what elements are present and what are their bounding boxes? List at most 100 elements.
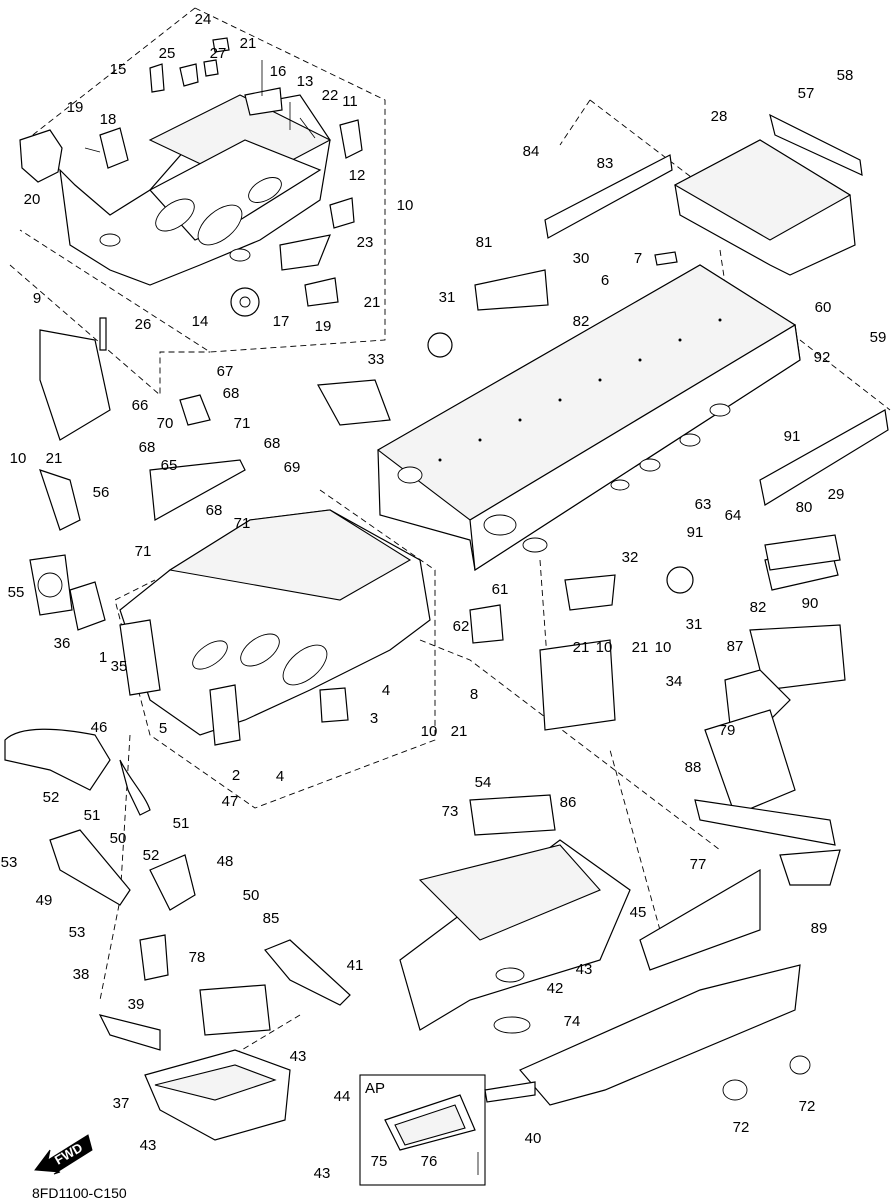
drawing-code: 8FD1100-C150 (32, 1185, 127, 1201)
callout-83: 83 (597, 155, 614, 172)
callout-54: 54 (475, 774, 492, 791)
callout-27: 27 (210, 45, 227, 62)
callout-19: 19 (315, 318, 332, 335)
callout-14: 14 (192, 313, 209, 330)
callout-2: 2 (232, 767, 240, 784)
callout-21: 21 (451, 723, 468, 740)
callout-34: 34 (666, 673, 683, 690)
callout-49: 49 (36, 892, 53, 909)
callout-63: 63 (695, 496, 712, 513)
callout-73: 73 (442, 803, 459, 820)
callout-22: 22 (322, 87, 339, 104)
callout-48: 48 (217, 853, 234, 870)
callout-45: 45 (630, 904, 647, 921)
callout-4: 4 (276, 768, 284, 785)
callout-46: 46 (91, 719, 108, 736)
callout-53: 53 (1, 854, 18, 871)
callout-11: 11 (342, 93, 358, 110)
callout-31: 31 (686, 616, 703, 633)
callout-88: 88 (685, 759, 702, 776)
callout-17: 17 (273, 313, 290, 330)
callout-57: 57 (798, 85, 815, 102)
fwd-arrow: FWD (34, 1134, 93, 1175)
callout-62: 62 (453, 618, 470, 635)
callout-55: 55 (8, 584, 25, 601)
callout-71: 71 (135, 543, 152, 560)
callout-10: 10 (397, 197, 414, 214)
callout-75: 75 (371, 1153, 388, 1170)
callout-9: 9 (33, 290, 41, 307)
callout-78: 78 (189, 949, 206, 966)
callout-53: 53 (69, 924, 86, 941)
callout-50: 50 (243, 887, 260, 904)
callout-72: 72 (733, 1119, 750, 1136)
callout-74: 74 (564, 1013, 581, 1030)
callout-89: 89 (811, 920, 828, 937)
callout-3: 3 (370, 710, 378, 727)
callout-26: 26 (135, 316, 152, 333)
callout-52: 52 (143, 847, 160, 864)
callout-35: 35 (111, 658, 128, 675)
callout-68: 68 (264, 435, 281, 452)
callout-21: 21 (632, 639, 649, 656)
callout-1: 1 (99, 649, 107, 666)
callout-43: 43 (140, 1137, 157, 1154)
callout-32: 32 (622, 549, 639, 566)
callout-10: 10 (655, 639, 672, 656)
callout-76: 76 (421, 1153, 438, 1170)
callout-38: 38 (73, 966, 90, 983)
callout-87: 87 (727, 638, 744, 655)
callout-33: 33 (368, 351, 385, 368)
callout-59: 59 (870, 329, 887, 346)
callout-71: 71 (234, 415, 251, 432)
callout-10: 10 (421, 723, 438, 740)
callout-80: 80 (796, 499, 813, 516)
ap-inset: AP (359, 1074, 486, 1186)
callout-8: 8 (470, 686, 478, 703)
callout-91: 91 (687, 524, 704, 541)
callout-85: 85 (263, 910, 280, 927)
callout-37: 37 (113, 1095, 130, 1112)
callout-41: 41 (347, 957, 364, 974)
callout-77: 77 (690, 856, 707, 873)
callout-20: 20 (24, 191, 41, 208)
callout-92: 92 (814, 349, 831, 366)
callout-36: 36 (54, 635, 71, 652)
callout-82: 82 (750, 599, 767, 616)
main-tunnel-frame (377, 251, 801, 572)
callout-10: 10 (10, 450, 27, 467)
callout-44: 44 (334, 1088, 351, 1105)
callout-43: 43 (314, 1165, 331, 1182)
callout-21: 21 (46, 450, 63, 467)
callout-10: 10 (596, 639, 613, 656)
callout-67: 67 (217, 363, 234, 380)
callout-68: 68 (206, 502, 223, 519)
callout-69: 69 (284, 459, 301, 476)
callout-30: 30 (573, 250, 590, 267)
callout-6: 6 (601, 272, 609, 289)
callout-40: 40 (525, 1130, 542, 1147)
callout-68: 68 (139, 439, 156, 456)
callout-4: 4 (382, 682, 390, 699)
front-bumper-parts (4, 728, 351, 1141)
callout-86: 86 (560, 794, 577, 811)
callout-42: 42 (547, 980, 564, 997)
ap-label: AP (365, 1080, 385, 1097)
callout-61: 61 (492, 581, 509, 598)
callout-7: 7 (634, 250, 642, 267)
callout-60: 60 (815, 299, 832, 316)
callout-71: 71 (234, 515, 251, 532)
callout-5: 5 (159, 720, 167, 737)
callout-23: 23 (357, 234, 374, 251)
callout-31: 31 (439, 289, 456, 306)
callout-21: 21 (573, 639, 590, 656)
callout-21: 21 (240, 35, 257, 52)
callout-43: 43 (576, 961, 593, 978)
callout-18: 18 (100, 111, 117, 128)
callout-65: 65 (161, 457, 178, 474)
callout-16: 16 (270, 63, 287, 80)
callout-68: 68 (223, 385, 240, 402)
callout-13: 13 (297, 73, 314, 90)
